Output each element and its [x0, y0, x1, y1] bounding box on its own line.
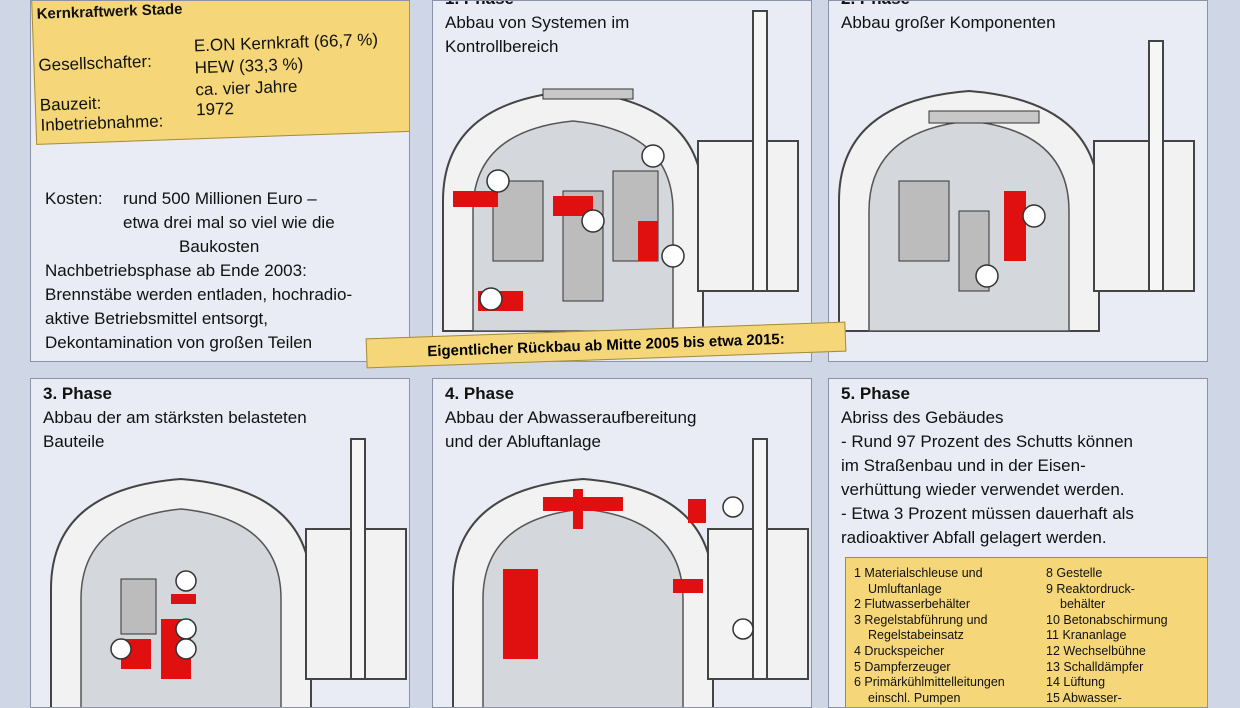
- commissioning-label: Inbetriebnahme:: [40, 111, 164, 135]
- phase-4-line1: Abbau der Abwasseraufbereitung: [445, 408, 697, 427]
- costs-line1: rund 500 Millionen Euro –: [123, 189, 317, 208]
- phase-3-panel: 3. Phase Abbau der am stärksten belastet…: [30, 378, 410, 708]
- phase-2-panel: 2. Phase Abbau großer Komponenten: [828, 0, 1208, 362]
- legend-item: Regelstabeinsatz: [868, 628, 964, 643]
- phase-5-panel: 5. Phase Abriss des Gebäudes - Rund 97 P…: [828, 378, 1208, 708]
- legend-item: einschl. Pumpen: [868, 690, 961, 705]
- phase-4-number: 4. Phase: [445, 384, 514, 403]
- post-line-4: Dekontamination von großen Teilen: [45, 333, 313, 352]
- post-line-3: aktive Betriebsmittel entsorgt,: [45, 309, 268, 328]
- phase-1-title: 1. Phase Abbau von Systemen im Kontrollb…: [445, 1, 630, 59]
- phase-3-line1: Abbau der am stärksten belasteten: [43, 408, 307, 427]
- reactor-illustration-4: [452, 438, 809, 707]
- legend-item: 9 Reaktordruck-: [1046, 581, 1135, 596]
- info-title: Kernkraftwerk Stade: [36, 0, 183, 23]
- post-line-2: Brennstäbe werden entladen, hochradio-: [45, 285, 353, 304]
- phase-3-line2: Bauteile: [43, 432, 105, 451]
- phase-4-panel: 4. Phase Abbau der Abwasseraufbereitung …: [432, 378, 812, 708]
- legend-item: 2 Flutwasserbehälter: [854, 597, 971, 612]
- commissioning-value: 1972: [195, 98, 235, 120]
- phase-2-title: 2. Phase Abbau großer Komponenten: [841, 1, 1056, 35]
- legend-left-column: 1 Materialschleuse und Umluftanlage 2 Fl…: [854, 566, 1005, 706]
- legend-item: behälter: [1060, 597, 1106, 612]
- reactor-illustration-3: [50, 438, 407, 707]
- phase-4-line2: und der Abluftanlage: [445, 432, 601, 451]
- phase-5-number: 5. Phase: [841, 384, 910, 403]
- phase-5-text-4: - Etwa 3 Prozent müssen dauerhaft als: [841, 504, 1134, 523]
- legend-item: 3 Regelstabführung und: [854, 612, 988, 627]
- phase-5-text-1: - Rund 97 Prozent des Schutts können: [841, 432, 1134, 451]
- build-label: Bauzeit:: [39, 93, 102, 115]
- legend-right-column: 8 Gestelle 9 Reaktordruck- behälter 10 B…: [1046, 566, 1168, 706]
- legend-item: 5 Dampferzeuger: [854, 659, 951, 674]
- shareholder-2: HEW (33,3 %): [194, 54, 304, 78]
- phase-5-text-5: radioaktiver Abfall gelagert werden.: [841, 528, 1107, 547]
- info-box: Kernkraftwerk Stade Gesellschafter: E.ON…: [31, 0, 409, 145]
- phase-2-number: 2. Phase: [841, 1, 1056, 11]
- legend-item: 12 Wechselbühne: [1046, 643, 1146, 658]
- phase-5-title: 5. Phase Abriss des Gebäudes: [841, 382, 1004, 430]
- legend-item: 11 Krananlage: [1046, 628, 1127, 643]
- phase-1-line2: Kontrollbereich: [445, 37, 559, 56]
- reactor-illustration-1: [442, 10, 799, 332]
- costs-line3: Baukosten: [179, 237, 260, 256]
- reactor-illustration-2: [838, 40, 1195, 332]
- build-value: ca. vier Jahre: [195, 76, 298, 100]
- phase-1-line1: Abbau von Systemen im: [445, 13, 630, 32]
- legend-item: 1 Materialschleuse und: [854, 566, 983, 580]
- phase-5-line1: Abriss des Gebäudes: [841, 408, 1004, 427]
- phase-3-number: 3. Phase: [43, 384, 112, 403]
- legend-item: 14 Lüftung: [1046, 675, 1106, 690]
- phase-5-text-3: verhüttung wieder verwendet werden.: [841, 480, 1125, 499]
- legend-item: 13 Schalldämpfer: [1046, 659, 1144, 674]
- legend-item: Umluftanlage: [868, 581, 942, 596]
- legend-item: 4 Druckspeicher: [854, 643, 945, 658]
- phase-4-title: 4. Phase Abbau der Abwasseraufbereitung …: [445, 382, 696, 454]
- phase-1-number: 1. Phase: [445, 1, 629, 11]
- legend-item: 10 Betonabschirmung: [1046, 612, 1168, 627]
- post-line-1: Nachbetriebsphase ab Ende 2003:: [45, 261, 307, 280]
- phase-2-line1: Abbau großer Komponenten: [841, 13, 1056, 32]
- info-panel: Kernkraftwerk Stade Gesellschafter: E.ON…: [30, 0, 410, 362]
- costs-line2: etwa drei mal so viel wie die: [123, 213, 335, 232]
- legend-item: 15 Abwasser-: [1046, 690, 1122, 705]
- shareholder-1: E.ON Kernkraft (66,7 %): [193, 29, 379, 56]
- legend-box: 1 Materialschleuse und Umluftanlage 2 Fl…: [845, 557, 1207, 707]
- shareholder-label: Gesellschafter:: [38, 51, 153, 75]
- phase-1-panel: 1. Phase Abbau von Systemen im Kontrollb…: [432, 0, 812, 362]
- costs-label: Kosten:: [45, 189, 103, 208]
- legend-item: 8 Gestelle: [1046, 566, 1103, 580]
- phase-3-title: 3. Phase Abbau der am stärksten belastet…: [43, 382, 307, 454]
- phase-5-text-2: im Straßenbau und in der Eisen-: [841, 456, 1086, 475]
- legend-item: 6 Primärkühlmittelleitungen: [854, 675, 1005, 690]
